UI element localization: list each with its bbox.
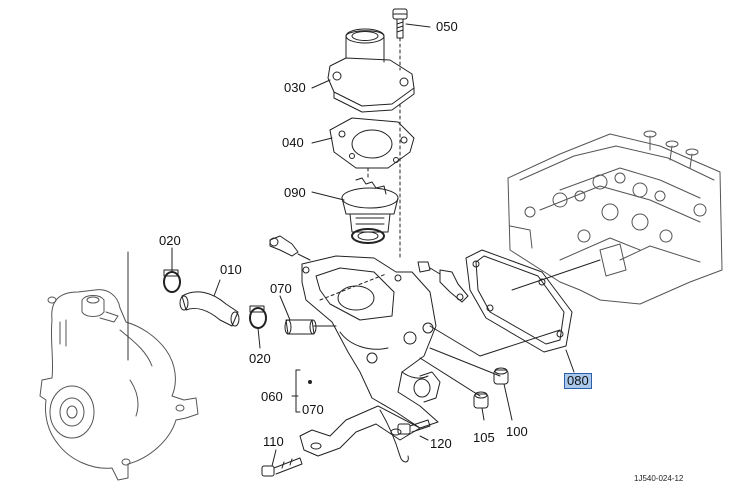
water-pump-drawing xyxy=(39,289,199,481)
callout-100[interactable]: 100 xyxy=(506,424,528,439)
group-bracket xyxy=(295,369,301,413)
bolt-110-drawing xyxy=(261,457,303,477)
callout-105[interactable]: 105 xyxy=(473,430,495,445)
gasket-080-drawing xyxy=(465,249,573,353)
callout-030[interactable]: 030 xyxy=(284,80,306,95)
clamp-020-lower-drawing xyxy=(249,305,267,329)
callout-020-lower[interactable]: 020 xyxy=(249,351,271,366)
bolt-050-drawing xyxy=(392,8,408,71)
callout-010[interactable]: 010 xyxy=(220,262,242,277)
callout-050[interactable]: 050 xyxy=(436,19,458,34)
group-dot xyxy=(308,380,312,384)
callout-070-upper[interactable]: 070 xyxy=(270,281,292,296)
nut-105-drawing xyxy=(473,391,489,409)
temp-sensor-drawing xyxy=(417,261,469,303)
nut-100-drawing xyxy=(493,367,509,385)
bracket-060-drawing xyxy=(299,405,421,463)
callout-110[interactable]: 110 xyxy=(263,434,284,449)
pipe-070-drawing xyxy=(284,319,337,335)
hose-010-drawing xyxy=(179,291,240,327)
leader-line xyxy=(479,329,561,357)
callout-020-upper[interactable]: 020 xyxy=(159,233,181,248)
thermostat-090-drawing xyxy=(341,177,399,244)
callout-070-lower[interactable]: 070 xyxy=(302,402,324,417)
callout-040[interactable]: 040 xyxy=(282,135,304,150)
clamp-020-upper-drawing xyxy=(163,269,181,293)
leader-line xyxy=(565,349,575,373)
callout-090[interactable]: 090 xyxy=(284,185,306,200)
leader-lines xyxy=(171,23,601,467)
figure-reference-code: 1J540-024-12 xyxy=(634,474,684,483)
gasket-040-drawing xyxy=(329,117,415,169)
callout-060[interactable]: 060 xyxy=(261,389,283,404)
cylinder-head-drawing xyxy=(507,130,723,305)
callout-080-selected[interactable]: 080 xyxy=(564,373,592,389)
callout-120[interactable]: 120 xyxy=(430,436,452,451)
bolt-120-drawing xyxy=(397,419,431,435)
thermostat-cover-030-drawing xyxy=(327,28,415,113)
sensor-drawing xyxy=(269,235,311,261)
